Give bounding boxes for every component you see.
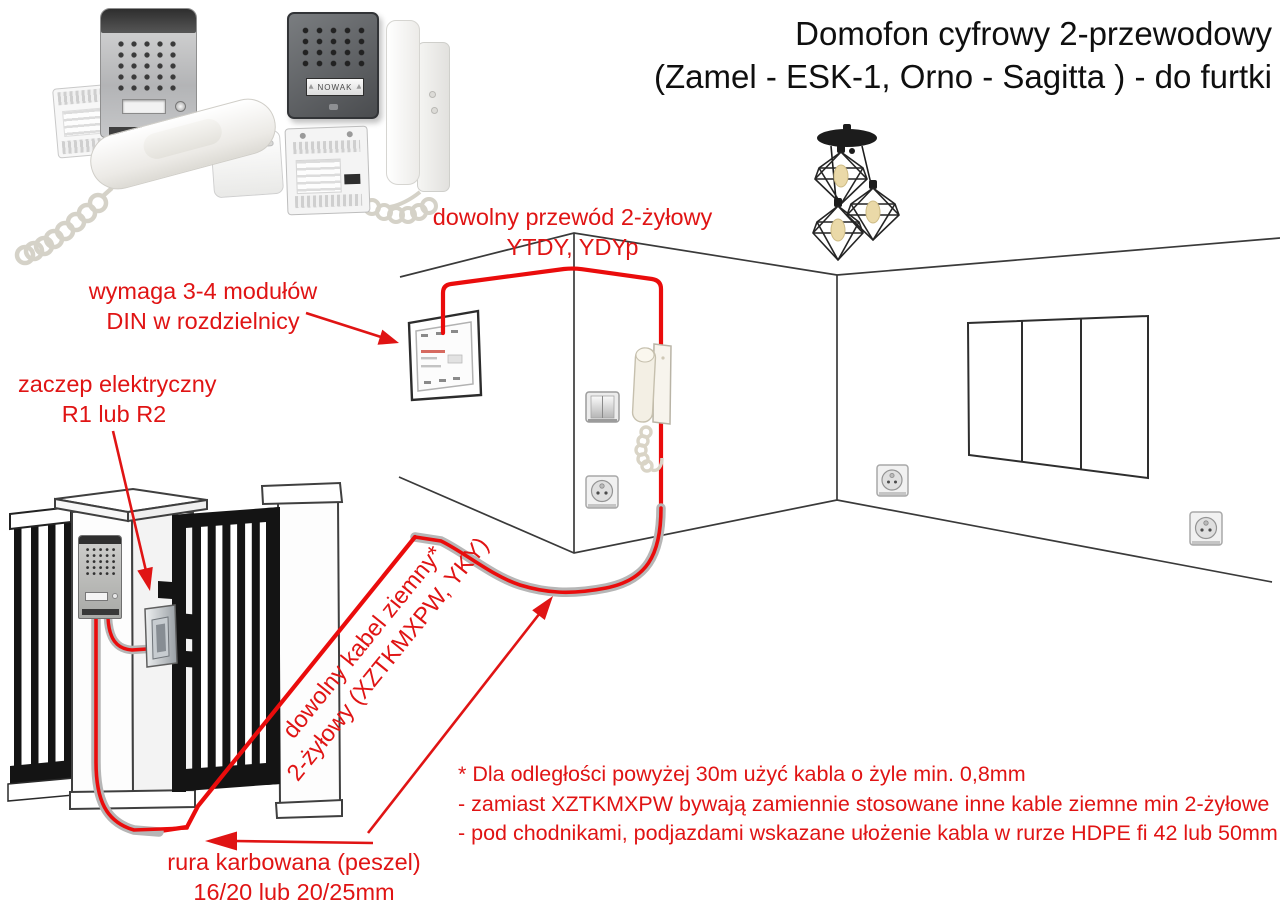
footnotes: * Dla odległości powyżej 30m użyć kabla … — [458, 760, 1278, 849]
footnote-3: - pod chodnikami, podjazdami wskazane uł… — [458, 821, 1278, 845]
post-conduit — [91, 613, 189, 837]
arrow-to-post-conduit — [205, 831, 374, 851]
annotation-arrows — [111, 311, 553, 851]
handset-2-front — [386, 20, 420, 185]
din-power-supply-2 — [284, 125, 371, 216]
din-distribution-board — [407, 309, 483, 402]
name-window: NOWAK — [306, 78, 364, 96]
photo-orno-kit: NOWAK — [280, 0, 460, 240]
wall-socket-right-near — [876, 464, 909, 497]
name-window — [122, 99, 166, 114]
photo-zamel-kit — [0, 0, 300, 270]
electric-strike — [144, 604, 178, 668]
label-corrugated-conduit: rura karbowana (peszel) 16/20 lub 20/25m… — [167, 849, 421, 905]
call-button — [112, 593, 118, 599]
label-indoor-wire: dowolny przewód 2-żyłowy YTDY, YDYp — [432, 204, 713, 260]
photo-handset-cords — [14, 186, 438, 266]
light-switch — [585, 391, 620, 423]
speaker-grille-icon — [86, 548, 117, 575]
gate-post-right — [260, 481, 344, 820]
arrow-to-din-board — [305, 311, 399, 345]
handset-2-back — [417, 42, 450, 192]
bell-icon — [308, 84, 314, 89]
page-title-line2: (Zamel - ESK-1, Orno - Sagitta ) - do fu… — [653, 58, 1272, 95]
arrow-to-strike — [111, 430, 153, 591]
label-electric-strike: zaczep elektryczny R1 lub R2 — [18, 371, 217, 427]
strike-cable — [103, 613, 152, 655]
label-din-modules: wymaga 3-4 modułów DIN w rozdzielnicy — [88, 278, 318, 334]
fence-left — [7, 505, 75, 802]
room-walls — [398, 232, 1280, 583]
speaker-grille-icon — [118, 41, 181, 96]
gate-door-panel — [78, 535, 122, 619]
page-title: Domofon cyfrowy 2-przewodowy (Zamel - ES… — [510, 12, 1272, 98]
wall-socket-mid — [585, 475, 619, 509]
arrow-to-house-conduit — [366, 596, 553, 834]
name-window — [85, 592, 108, 601]
footnote-1: * Dla odległości powyżej 30m użyć kabla … — [458, 762, 1026, 786]
window — [966, 314, 1149, 480]
ground-cable-conduit — [410, 503, 666, 598]
ceiling-lamp-icon — [812, 124, 900, 262]
wall-handset — [631, 343, 672, 473]
speaker-grille-icon — [302, 27, 368, 71]
call-button — [175, 101, 186, 112]
door-panel-photo-2: NOWAK — [287, 12, 379, 119]
wall-socket-right-far — [1189, 511, 1223, 546]
footnote-2: - zamiast XZTKMXPW bywają zamiennie stos… — [458, 791, 1270, 816]
page-title-line1: Domofon cyfrowy 2-przewodowy — [795, 15, 1272, 52]
nameplate-text: NOWAK — [317, 82, 353, 92]
bell-icon — [356, 84, 362, 89]
